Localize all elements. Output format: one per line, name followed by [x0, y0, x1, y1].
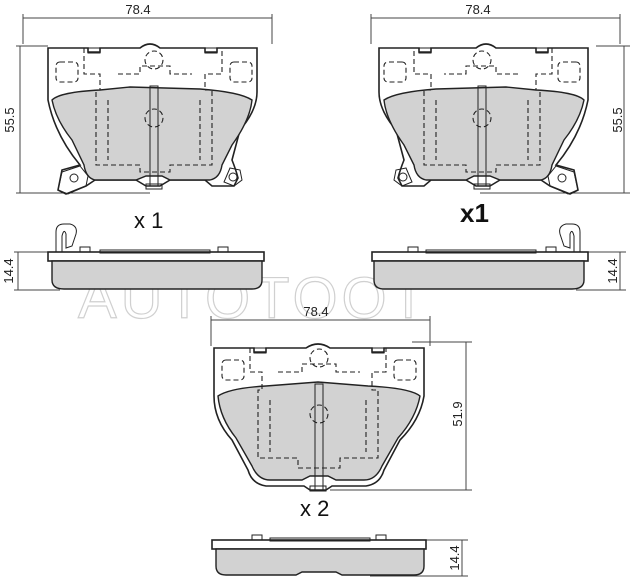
side-view-right: 14.4 [371, 223, 626, 291]
pad-bottom: 78.4 51.9 x 2 [210, 304, 472, 521]
pad-height-label: 55.5 [2, 107, 17, 132]
pad-top-left: 78.4 55.5 x 1 [2, 2, 273, 233]
pad-width-label: 78.4 [303, 304, 328, 319]
thickness-label: 14.4 [1, 258, 16, 283]
quantity-label: x 2 [300, 496, 329, 521]
pad-height-label: 51.9 [450, 401, 465, 426]
pad-height-label: 55.5 [610, 107, 625, 132]
side-view-bottom: 14.4 [211, 534, 468, 577]
side-view-left: 14.4 [1, 223, 265, 291]
pad-width-label: 78.4 [465, 2, 490, 17]
pad-top-right: 78.4 55.5 x1 [370, 2, 630, 228]
quantity-label: x1 [460, 198, 489, 228]
quantity-label: x 1 [134, 208, 163, 233]
pad-width-label: 78.4 [125, 2, 150, 17]
thickness-label: 14.4 [447, 545, 462, 570]
thickness-label: 14.4 [605, 258, 620, 283]
